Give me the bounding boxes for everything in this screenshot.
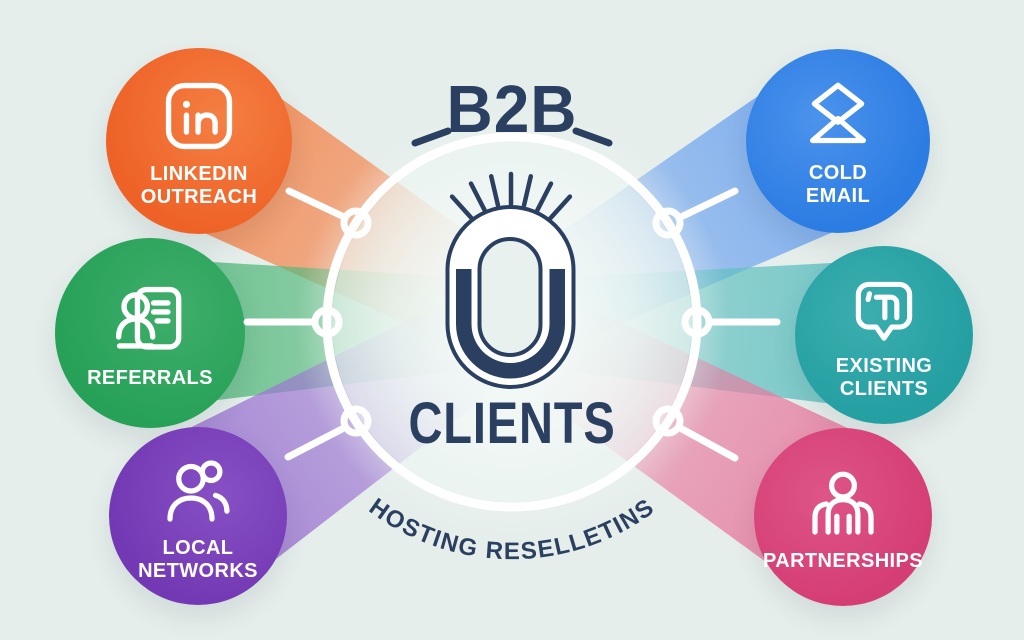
bubble-linkedin-outreach: LINKEDIN OUTREACH — [106, 48, 292, 234]
people-pair-icon — [156, 449, 240, 533]
b2b-title: B2B — [446, 71, 578, 147]
bubble-local-networks: LOCAL NETWORKS — [109, 427, 287, 605]
node-circle — [681, 306, 713, 338]
node-circle — [652, 207, 684, 239]
node-circle — [340, 405, 372, 437]
bubble-label: REFERRALS — [87, 366, 213, 389]
bubble-label: LOCAL NETWORKS — [138, 537, 258, 582]
b2b-side-dashes — [411, 127, 613, 147]
bubble-label: LINKEDIN OUTREACH — [140, 163, 258, 208]
clients-title: CLIENTS — [408, 389, 616, 456]
connector-lines — [243, 187, 781, 462]
bubble-label: PARTNERSHIPS — [762, 549, 923, 572]
bubble-partnerships: PARTNERSHIPS — [754, 428, 932, 606]
bubble-cold-email: COLD EMAIL — [746, 49, 930, 233]
linkedin-icon — [156, 73, 242, 159]
bubble-referrals: REFERRALS — [55, 238, 245, 428]
center-ring — [322, 132, 702, 512]
bubble-label: EXISTING CLIENTS — [835, 355, 933, 400]
person-document-icon — [107, 277, 193, 363]
magnet-rays-icon — [449, 171, 573, 222]
node-circle — [340, 207, 372, 239]
node-circle — [652, 405, 684, 437]
open-envelope-icon — [796, 74, 880, 158]
tag-pin-icon — [843, 269, 925, 351]
bubble-existing-clients: EXISTING CLIENTS — [795, 246, 973, 424]
bubble-label: COLD EMAIL — [805, 162, 871, 207]
ring-nodes — [311, 207, 713, 437]
people-group-icon — [801, 462, 885, 546]
node-circle — [311, 306, 343, 338]
magnet-icon — [445, 205, 576, 389]
